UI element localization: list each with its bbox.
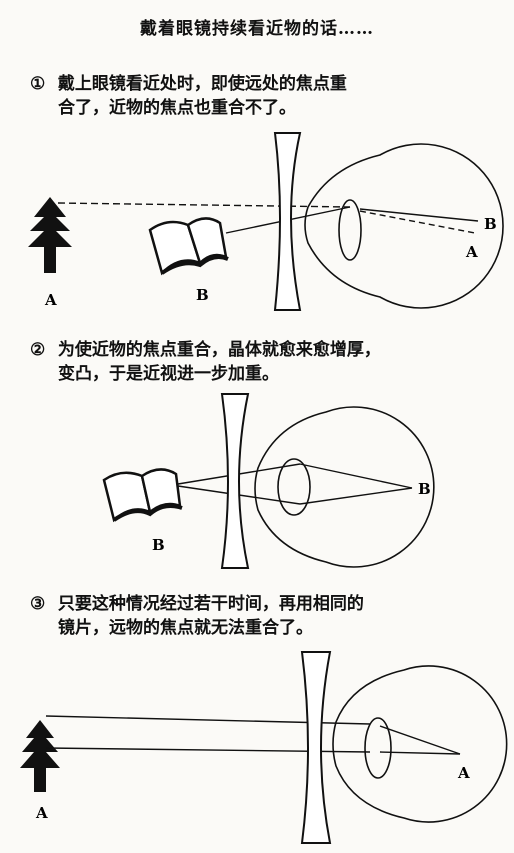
ray-refract-b-1	[359, 208, 479, 222]
ray-focus-lower-2	[299, 487, 413, 505]
label-a-far-1: A	[44, 291, 57, 309]
label-b-near-2: B	[152, 536, 165, 554]
section-3-text: ③ 只要这种情况经过若干时间，再用相同的 镜片，远物的焦点就无法重合了。	[30, 592, 500, 640]
section-2-text: ② 为使近物的焦点重合，晶体就愈来愈增厚， 变凸，于是近视进一步加重。	[30, 338, 500, 386]
label-b-focus-1: B	[484, 215, 497, 233]
concave-lens-3	[300, 651, 332, 844]
section-3-marker: ③	[30, 594, 46, 614]
section-2-line1: 为使近物的焦点重合，晶体就愈来愈增厚，	[57, 340, 381, 360]
ray-focus-upper-3	[379, 725, 461, 755]
section-3-line1: 只要这种情况经过若干时间，再用相同的	[57, 594, 364, 614]
label-a-focus-1: A	[465, 243, 478, 261]
concave-lens-2	[220, 393, 250, 569]
diagram-title: 戴着眼镜持续看近物的话……	[140, 19, 374, 39]
section-1-line1: 戴上眼镜看近处时，即使远处的焦点重	[57, 74, 347, 94]
figure-3: A A	[20, 651, 508, 844]
label-a-focus-3: A	[457, 764, 470, 782]
section-2-marker: ②	[30, 340, 46, 360]
section-1-text: ① 戴上眼镜看近处时，即使远处的焦点重 合了，近物的焦点也重合不了。	[30, 72, 500, 120]
ray-focus-upper-2	[299, 463, 413, 489]
section-1-line2: 合了，近物的焦点也重合不了。	[58, 98, 296, 118]
tree-icon-3	[20, 720, 60, 792]
eye-icon-1	[304, 143, 504, 309]
label-b-near-1: B	[196, 286, 209, 304]
section-1-marker: ①	[30, 74, 46, 94]
book-icon-2	[102, 468, 183, 523]
ray-far-1	[57, 202, 351, 208]
eye-icon-2	[254, 406, 435, 568]
figure-1: A B B A	[28, 132, 504, 311]
book-icon-1	[148, 217, 229, 276]
label-a-far-3: A	[35, 804, 48, 822]
concave-lens-1	[273, 132, 302, 311]
label-b-focus-2: B	[418, 480, 431, 498]
section-2-line2: 变凸，于是近视进一步加重。	[58, 364, 279, 384]
eye-icon-3	[332, 665, 508, 823]
section-3-line2: 镜片，远物的焦点就无法重合了。	[58, 618, 313, 638]
figure-2: B B	[102, 393, 435, 569]
tree-icon-1	[28, 197, 72, 273]
ray-focus-lower-3	[379, 751, 461, 755]
